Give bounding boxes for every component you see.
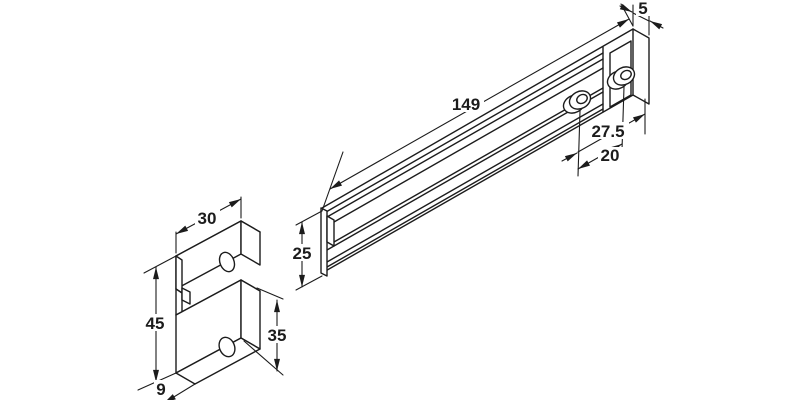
rail-groove-lip-section [326, 215, 335, 247]
plate-top-right-face [240, 220, 261, 266]
leader-pin-left [577, 110, 581, 177]
dim-label-plate-lower-height: 35 [268, 326, 287, 345]
dimension-labels: 149 5 27.5 20 25 30 45 35 9 [143, 0, 650, 399]
plate-left-end-face [175, 255, 183, 294]
rail-end-side-face [632, 28, 650, 105]
plate-hole-bottom [218, 336, 236, 358]
dim-label-rail-end-depth: 5 [638, 0, 647, 18]
leader-pin-right [621, 86, 625, 151]
dim-label-hole-to-end: 27.5 [591, 122, 624, 141]
dim-label-plate-height: 45 [146, 314, 165, 333]
dim-rail-end-depth [619, 3, 664, 36]
rail-left-end-face [320, 207, 328, 277]
dim-label-hole-spacing: 20 [601, 146, 620, 165]
plate-bottom-right-face [240, 279, 261, 350]
dim-label-rail-length: 149 [452, 95, 480, 114]
dim-label-rail-height: 25 [293, 244, 312, 263]
rail-bottom-edge [321, 94, 634, 274]
plate-hole-top [218, 251, 236, 273]
dim-plate-depth [164, 383, 196, 400]
plate-slot-notch [181, 287, 191, 305]
dim-label-plate-depth: 9 [156, 380, 165, 399]
hanging-plate [175, 220, 261, 385]
dim-label-plate-width: 30 [198, 209, 217, 228]
